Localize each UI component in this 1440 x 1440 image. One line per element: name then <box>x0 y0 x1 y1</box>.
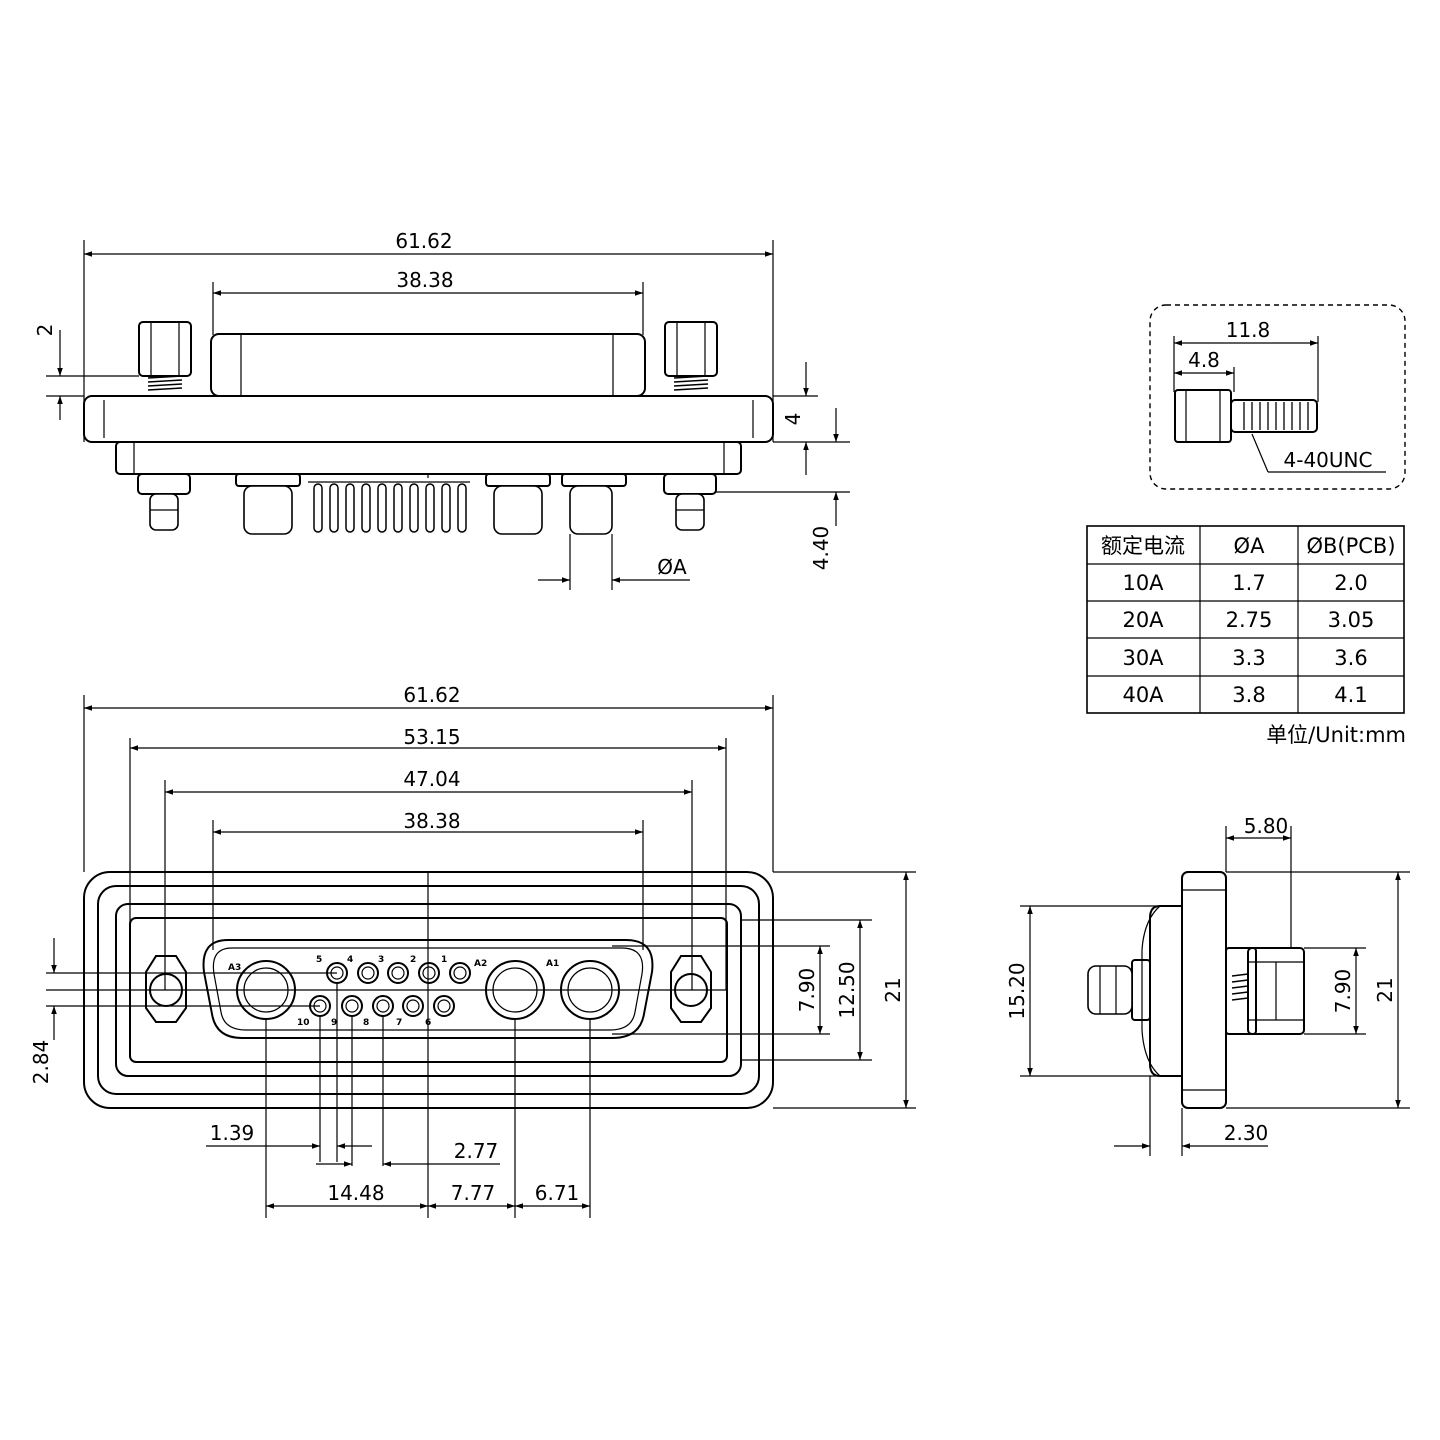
front-dim-139-label: 1.39 <box>210 1121 255 1145</box>
front-dim-671-label: 6.71 <box>535 1181 580 1205</box>
top-dim-440-label: 4.40 <box>809 526 833 571</box>
front-view: 61.62 53.15 47.04 38.38 <box>29 683 916 1218</box>
top-overall-width-label: 61.62 <box>395 229 452 253</box>
side-dim-580-label: 5.80 <box>1244 814 1289 838</box>
top-dim-4-label: 4 <box>781 413 805 426</box>
pin-label-3: 3 <box>378 955 384 965</box>
front-dim-277-label: 2.77 <box>454 1139 499 1163</box>
screw-head-label: 4.8 <box>1188 348 1220 372</box>
front-dim-790-label: 7.90 <box>795 968 819 1013</box>
pin-label-2: 2 <box>410 955 416 965</box>
table-cell: 2.75 <box>1226 608 1273 632</box>
table-header-current: 额定电流 <box>1101 534 1185 558</box>
screw-detail-frame <box>1149 304 1406 490</box>
front-inner-width-label: 47.04 <box>403 767 460 791</box>
side-view: 5.80 15.20 7.90 <box>1005 814 1410 1156</box>
top-view: 61.62 38.38 <box>33 229 850 590</box>
side-dim-790-label: 7.90 <box>1331 969 1355 1014</box>
pin-label-a1: A1 <box>546 959 559 969</box>
pin-label-a2: A2 <box>474 959 487 969</box>
front-dim-1250-label: 12.50 <box>835 961 859 1018</box>
front-overall-width-label: 61.62 <box>403 683 460 707</box>
pin-label-1: 1 <box>441 955 447 965</box>
table-cell: 40A <box>1122 683 1164 707</box>
screw-thread-label: 4-40UNC <box>1284 448 1373 472</box>
side-dim-1520-label: 15.20 <box>1005 962 1029 1019</box>
side-dim-21-label: 21 <box>1373 977 1397 1002</box>
pin-label-7: 7 <box>396 1018 402 1028</box>
pin-label-9: 9 <box>331 1018 337 1028</box>
table-cell: 4.1 <box>1334 683 1367 707</box>
pin-label-10: 10 <box>297 1018 310 1028</box>
screw-length-label: 11.8 <box>1226 318 1271 342</box>
pin-label-5: 5 <box>316 955 322 965</box>
front-dim-21-label: 21 <box>881 977 905 1002</box>
pin-label-8: 8 <box>363 1018 369 1028</box>
top-dim-2-label: 2 <box>33 324 57 337</box>
table-cell: 10A <box>1122 571 1164 595</box>
side-dim-230-label: 2.30 <box>1224 1121 1269 1145</box>
pin-label-4: 4 <box>347 955 353 965</box>
screw-detail: 11.8 4.8 4-40UNC <box>1149 304 1406 490</box>
table-cell: 3.6 <box>1334 646 1367 670</box>
table-cell: 3.05 <box>1328 608 1375 632</box>
table-cell: 1.7 <box>1232 571 1265 595</box>
top-phi-a-label: ØA <box>657 555 687 579</box>
unit-note: 单位/Unit:mm <box>1266 723 1406 747</box>
top-shell-width-label: 38.38 <box>396 268 453 292</box>
table-cell: 30A <box>1122 646 1164 670</box>
table-header-phi-b: ØB(PCB) <box>1306 534 1395 558</box>
table-cell: 3.8 <box>1232 683 1265 707</box>
table-header-phi-a: ØA <box>1234 534 1266 558</box>
front-dim-777-label: 7.77 <box>451 1181 496 1205</box>
table-cell: 3.3 <box>1232 646 1265 670</box>
front-mount-spacing-label: 53.15 <box>403 725 460 749</box>
pin-label-a3: A3 <box>228 963 241 973</box>
front-dim-284-label: 2.84 <box>29 1040 53 1085</box>
front-dim-1448-label: 14.48 <box>327 1181 384 1205</box>
table-cell: 20A <box>1122 608 1164 632</box>
table-cell: 2.0 <box>1334 571 1367 595</box>
current-table: 额定电流 ØA ØB(PCB) 10A 1.7 2.0 20A 2.75 3.0… <box>1086 525 1406 747</box>
front-shell-width-label: 38.38 <box>403 809 460 833</box>
